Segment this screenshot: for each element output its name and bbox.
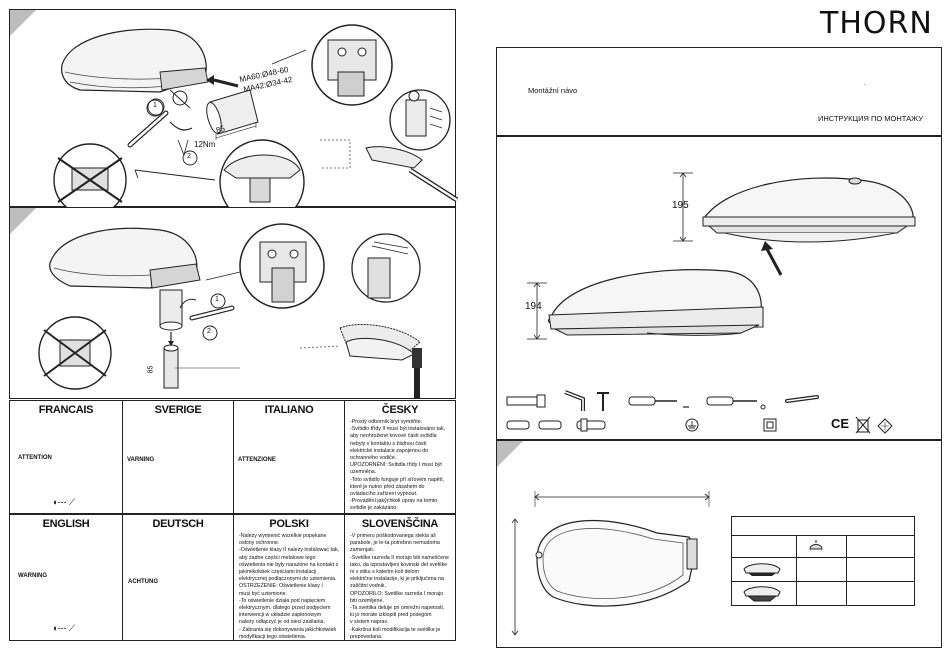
safety-symbols-francais: ◖--- ⟋ xyxy=(52,497,76,507)
phillips-screwdriver-icon xyxy=(706,396,766,410)
lamp-icon xyxy=(809,540,823,550)
step2-label-85: 85 xyxy=(147,365,155,374)
lang-title-english: ENGLISH xyxy=(42,518,90,530)
optics-table-row-1 xyxy=(732,557,914,558)
text-cesky: -Prostý odborník bryt vyměňte. -Svítidlo… xyxy=(350,419,446,512)
warn-deutsch: ACHTUNG xyxy=(128,579,158,585)
step2-illustration xyxy=(38,223,422,398)
step1-label-2: 2 xyxy=(187,153,191,160)
class-2-icon xyxy=(763,418,777,432)
lang-title-slovenscina: SLOVENŠČINA xyxy=(361,518,439,530)
optics-table-row-2 xyxy=(732,581,914,582)
optics-table-col-1 xyxy=(796,535,797,605)
text-polski: -Należy wymienić wszelkie popękane osłon… xyxy=(239,533,340,640)
warn-italiano: ATTENZIONE xyxy=(238,457,276,463)
lang-cell-italiano: ITALIANO ATTENZIONE xyxy=(233,400,345,514)
t-wrench-icon xyxy=(597,392,609,411)
lang-cell-deutsch: DEUTSCH ACHTUNG xyxy=(122,514,234,641)
socket-wrench-icon xyxy=(506,394,546,408)
diamond-mark-icon xyxy=(877,418,893,434)
lang-cell-english: ENGLISH WARNING ◖--- ⟋ xyxy=(9,514,123,641)
weee-bin-icon xyxy=(855,416,871,434)
brand-logo: THORN xyxy=(820,6,933,41)
step1-label-1: 1 xyxy=(153,102,157,109)
fuse-icon xyxy=(506,418,606,432)
lang-title-francais: FRANCAIS xyxy=(38,404,94,416)
lang-title-deutsch: DEUTSCH xyxy=(152,518,204,530)
optic-plan-illustration xyxy=(511,491,710,636)
optic-panel xyxy=(496,440,942,648)
lang-cell-cesky: ČESKY -Prostý odborník bryt vyměňte. -Sv… xyxy=(344,400,456,514)
step1-panel: MA60:Ø48-60 MA42:Ø34-42 85 12Nm 1 2 xyxy=(9,9,459,225)
dim-height-bottom: 194 xyxy=(525,301,542,312)
ce-mark-icon: CE xyxy=(831,416,850,431)
cover-dot: . xyxy=(864,80,866,87)
tools-row-2 xyxy=(506,418,777,432)
step2-label-1: 1 xyxy=(215,296,219,303)
lang-title-cesky: ČESKY xyxy=(381,404,419,416)
hex-key-icon xyxy=(564,390,585,411)
dimensions-panel: 195 194 xyxy=(496,136,942,440)
warn-francais: ATTENTION xyxy=(18,455,52,461)
cover-title-cz: Montážní návo xyxy=(528,86,578,95)
lang-cell-slovenscina: SLOVENŠČINA -V primeru poškodovanega ste… xyxy=(344,514,456,641)
optics-table-col-2 xyxy=(846,535,847,605)
safety-symbols-english: ◖--- ⟋ xyxy=(52,623,76,633)
step1-label-torque: 12Nm xyxy=(194,140,216,149)
flat-screwdriver-icon xyxy=(628,396,689,408)
step1-illustration xyxy=(53,24,459,225)
lang-cell-polski: POLSKI -Należy wymienić wszelkie popękan… xyxy=(233,514,345,641)
optics-table-header xyxy=(732,517,914,536)
step2-panel: 1 2 85 xyxy=(9,207,456,399)
text-slovenscina: -V primeru poškodovanega stekla ali para… xyxy=(350,533,449,640)
lang-cell-francais: FRANCAIS ATTENTION ◖--- ⟋ xyxy=(9,400,123,514)
step2-label-2: 2 xyxy=(207,328,211,335)
lang-title-sverige: SVERIGE xyxy=(154,404,202,416)
dimensions-illustration xyxy=(527,172,916,340)
step2-corner-marker xyxy=(10,208,36,234)
warn-english: WARNING xyxy=(18,573,47,579)
lang-title-polski: POLSKI xyxy=(269,518,309,530)
earth-ground-icon xyxy=(685,418,699,432)
warn-sverige: VARNING xyxy=(127,457,155,463)
step1-corner-marker xyxy=(10,10,36,36)
spanner-icon xyxy=(785,395,819,403)
cover-title-ru: ИНСТРУКЦИЯ ПО МОНТАЖУ xyxy=(818,114,923,123)
optics-table xyxy=(731,516,915,606)
dim-height-top: 195 xyxy=(672,200,689,211)
tools-row-1 xyxy=(506,390,819,411)
optic-corner-marker xyxy=(497,441,523,467)
cover-panel: Montážní návo . ИНСТРУКЦИЯ ПО МОНТАЖУ xyxy=(496,47,942,136)
lang-title-italiano: ITALIANO xyxy=(264,404,314,416)
lang-cell-sverige: SVERIGE VARNING xyxy=(122,400,234,514)
luminaire-deep-icon xyxy=(743,586,781,602)
luminaire-shallow-icon xyxy=(743,563,781,576)
